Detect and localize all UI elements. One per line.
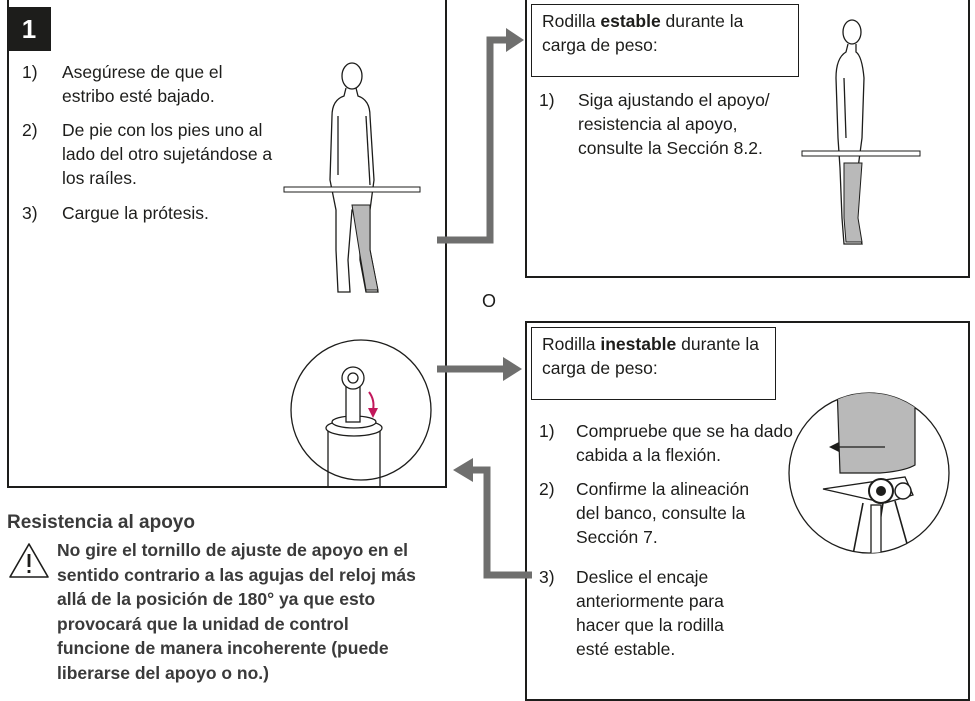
- step-number-badge: 1: [7, 7, 51, 51]
- standing-person-illustration: [283, 62, 421, 293]
- stable-item-number: 1): [539, 90, 555, 110]
- unstable-item-number: 3): [539, 567, 555, 587]
- standing-person-side-illustration: [801, 19, 921, 245]
- or-separator: O: [482, 291, 497, 311]
- warning-triangle-icon: [9, 543, 49, 578]
- unstable-header-post: durante la carga de peso:: [542, 334, 759, 378]
- unstable-item-text: Deslice el encaje anteriormente para hac…: [576, 567, 724, 659]
- adjustment-screw-detail: [290, 339, 432, 486]
- unstable-header-pre: Rodilla: [542, 334, 601, 354]
- stable-item-text: Siga ajustando el apoyo/ resistencia al …: [578, 90, 770, 158]
- step-item-text: Asegúrese de que el estribo esté bajado.: [62, 62, 223, 106]
- knee-joint-detail: [788, 392, 950, 554]
- unstable-item-text: Confirme la alineación del banco, consul…: [576, 479, 750, 547]
- stable-header-post: durante la carga de peso:: [542, 11, 744, 55]
- step-item-number: 3): [22, 203, 38, 223]
- stable-header-bold: estable: [600, 11, 661, 31]
- unstable-item-number: 2): [539, 479, 555, 499]
- step-item-number: 2): [22, 120, 38, 140]
- step-item-text: De pie con los pies uno al lado del otro…: [62, 120, 273, 188]
- step-item-text: Cargue la prótesis.: [62, 203, 209, 223]
- stable-knee-header: Rodilla estable durante la carga de peso…: [531, 4, 799, 77]
- step-item-number: 1): [22, 62, 38, 82]
- unstable-item-text: Compruebe que se ha dado cabida a la fle…: [576, 421, 793, 465]
- unstable-header-bold: inestable: [600, 334, 677, 354]
- unstable-item-number: 1): [539, 421, 555, 441]
- resistance-heading: Resistencia al apoyo: [7, 512, 195, 533]
- resistance-warning-text: No gire el tornillo de ajuste de apoyo e…: [57, 540, 416, 683]
- unstable-knee-header: Rodilla inestable durante la carga de pe…: [531, 327, 776, 400]
- stable-header-pre: Rodilla: [542, 11, 601, 31]
